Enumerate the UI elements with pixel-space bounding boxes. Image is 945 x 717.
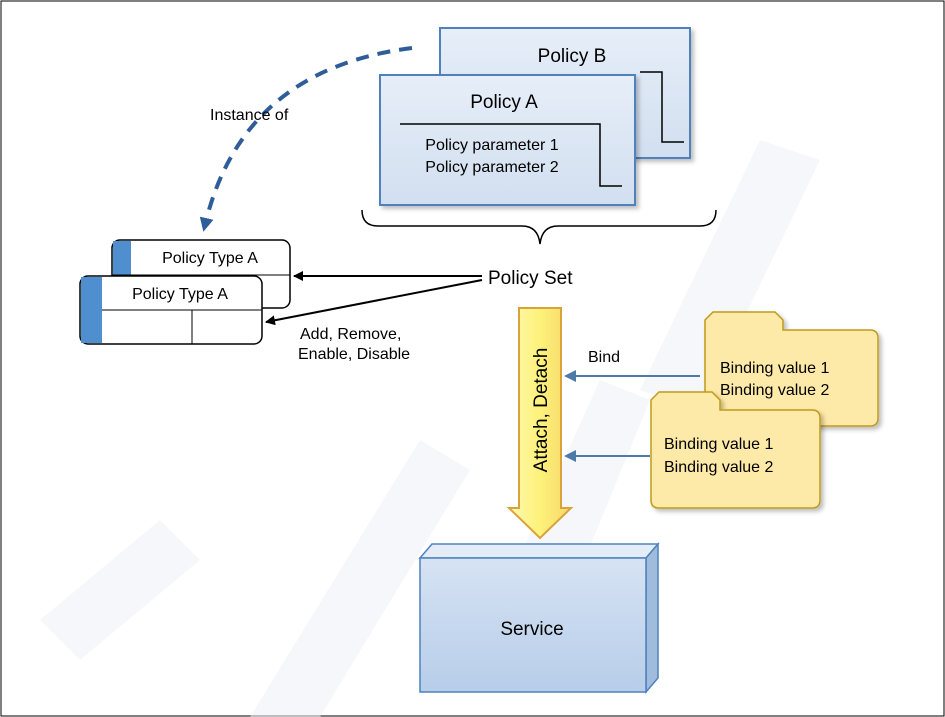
attach-detach-arrow: Attach, Detach bbox=[506, 307, 574, 540]
instance-of-label: Instance of bbox=[210, 107, 289, 124]
policy-set-arrow-lower bbox=[265, 279, 483, 326]
policy-parameter-2: Policy parameter 2 bbox=[425, 159, 558, 176]
binding-back-value-1: Binding value 1 bbox=[720, 360, 830, 377]
binding-back-value-2: Binding value 2 bbox=[720, 382, 830, 399]
policy-type-back-label: Policy Type A bbox=[162, 250, 258, 267]
binding-folder-back: Binding value 1 Binding value 2 bbox=[704, 311, 879, 427]
service-box: Service bbox=[418, 541, 660, 695]
actions-line-2: Enable, Disable bbox=[298, 346, 410, 363]
policy-type-front-label: Policy Type A bbox=[132, 286, 228, 303]
instance-of-arrow bbox=[199, 46, 413, 232]
actions-line-1: Add, Remove, bbox=[300, 326, 401, 343]
policy-type-card-front: Policy Type A bbox=[79, 275, 263, 345]
service-label: Service bbox=[500, 619, 563, 640]
policy-b-title: Policy B bbox=[538, 46, 607, 67]
policy-parameter-1: Policy parameter 1 bbox=[425, 137, 558, 154]
binding-folder-front: Binding value 1 Binding value 2 bbox=[650, 391, 821, 509]
policy-set-label: Policy Set bbox=[488, 268, 573, 289]
bind-label: Bind bbox=[588, 349, 620, 366]
binding-front-value-2: Binding value 2 bbox=[664, 459, 774, 476]
policy-set-brace bbox=[361, 209, 717, 245]
attach-detach-label: Attach, Detach bbox=[531, 348, 552, 473]
policy-a-title: Policy A bbox=[470, 92, 538, 113]
binding-front-value-1: Binding value 1 bbox=[664, 436, 774, 453]
policy-a-box: Policy A Policy parameter 1 Policy param… bbox=[379, 74, 636, 206]
